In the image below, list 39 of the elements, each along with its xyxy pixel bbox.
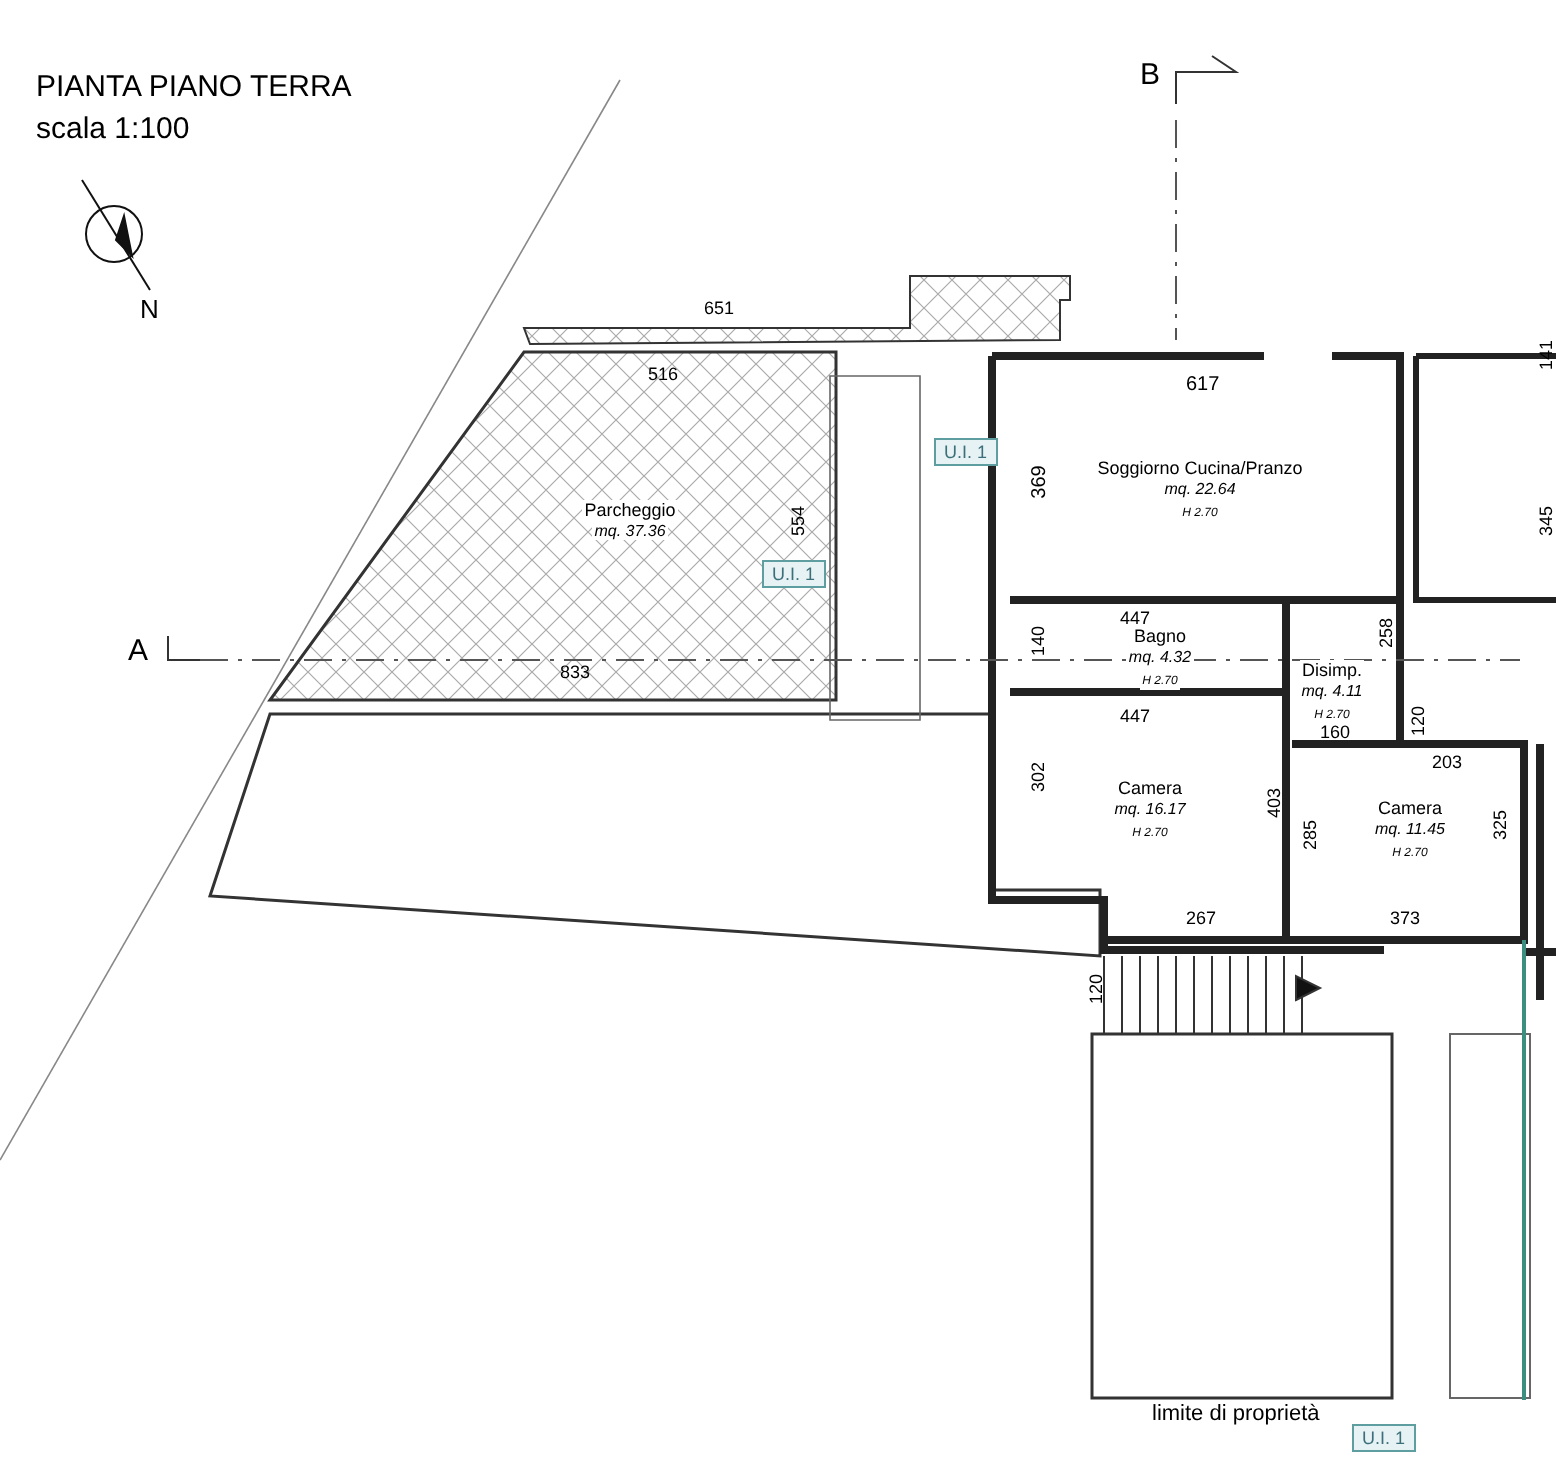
room-area: mq. 4.32 — [1126, 647, 1194, 666]
dimension: 447 — [1120, 610, 1151, 628]
dimension: 651 — [704, 300, 735, 318]
room-name: Bagno — [1131, 626, 1189, 648]
room-name: Camera — [1375, 798, 1444, 820]
north-label: N — [140, 296, 159, 322]
dimension: 120 — [1088, 973, 1107, 1005]
room-area: mq. 16.17 — [1112, 799, 1188, 818]
dimension: 833 — [560, 664, 591, 682]
boundary-note: limite di proprietà — [1152, 1404, 1320, 1426]
section-label: B — [1140, 60, 1161, 90]
room-name: Parcheggio — [582, 500, 678, 522]
unit-tag: U.I. 1 — [1352, 1424, 1416, 1452]
dimension: 203 — [1432, 754, 1463, 772]
dimension: 160 — [1320, 724, 1351, 742]
dimension: 554 — [790, 505, 809, 537]
section-label: A — [128, 636, 149, 666]
dimension: 120 — [1410, 705, 1429, 737]
dimension: 617 — [1186, 376, 1220, 396]
dimension: 345 — [1538, 505, 1556, 537]
dimension: 369 — [1030, 465, 1051, 499]
dimension: 403 — [1266, 787, 1285, 819]
dimension: 516 — [648, 366, 679, 384]
plan-title: PIANTA PIANO TERRA — [36, 72, 352, 102]
room-name: Soggiorno Cucina/Pranzo — [1095, 458, 1305, 480]
dimension: 258 — [1378, 617, 1397, 649]
room-area: mq. 11.45 — [1373, 819, 1447, 838]
dimension: 325 — [1492, 809, 1511, 841]
scale-note: scala 1:100 — [36, 114, 190, 144]
unit-tag: U.I. 1 — [934, 438, 998, 466]
unit-tag: U.I. 1 — [762, 560, 826, 588]
room-name: Camera — [1115, 778, 1184, 800]
dimension: 302 — [1030, 761, 1049, 793]
dimension: 285 — [1302, 819, 1321, 851]
dimension: 447 — [1120, 708, 1151, 726]
room-name: Disimp. — [1299, 660, 1364, 682]
dimension: 267 — [1186, 910, 1217, 928]
dimension: 140 — [1030, 625, 1049, 657]
dimension: 373 — [1390, 910, 1421, 928]
